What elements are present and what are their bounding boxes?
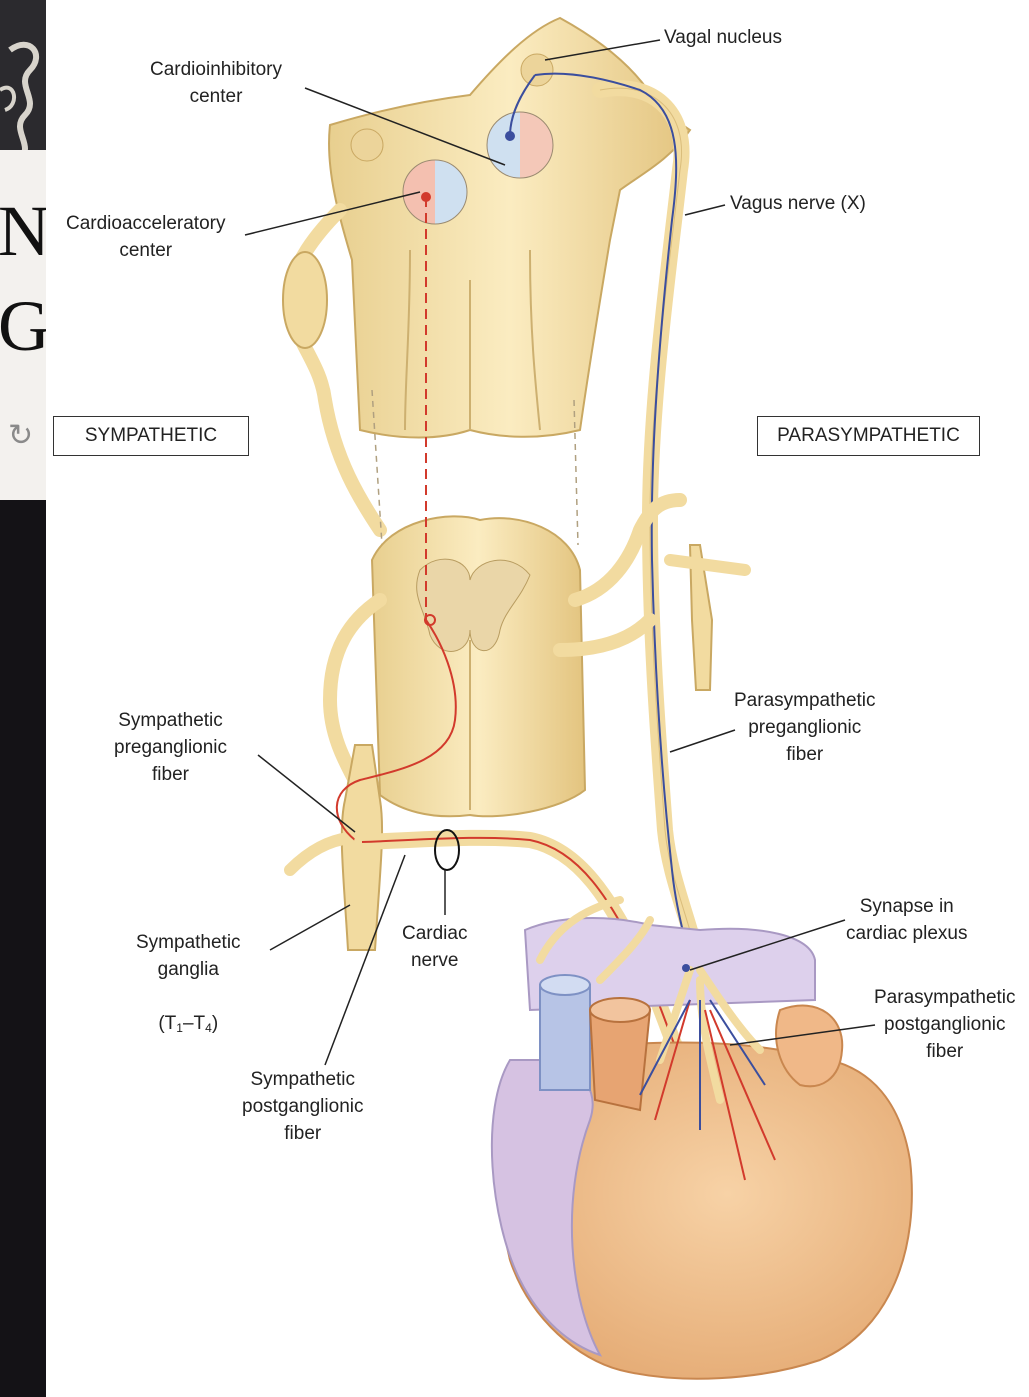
sympathetic-box: SYMPATHETIC (53, 416, 249, 456)
refresh-icon[interactable]: ↻ (8, 418, 33, 453)
cardiac-nerve-label: Cardiac nerve (402, 920, 467, 974)
slide-left-strip: N G ↻ (0, 0, 46, 500)
sympathetic-preganglionic-label: Sympathetic preganglionic fiber (114, 707, 227, 788)
sympathetic-ganglia-text: Sympathetic ganglia (136, 932, 241, 980)
ganglia-range: (T1–T4) (158, 1013, 218, 1034)
thoracic-spinal-cord (372, 516, 585, 816)
sympathetic-postganglionic-label: Sympathetic postganglionic fiber (242, 1066, 363, 1147)
cardioacceleratory-center-marker (403, 160, 467, 224)
slide-title-letter-2: G (0, 290, 46, 362)
parasympathetic-postganglionic-label: Parasympathetic postganglionic fiber (874, 984, 1016, 1065)
medulla-oblongata (329, 18, 690, 438)
cardiac-plexus-synapse (682, 964, 690, 972)
cardioacceleratory-center-label: Cardioacceleratory center (66, 210, 225, 264)
parasympathetic-preganglionic-label: Parasympathetic preganglionic fiber (734, 687, 876, 768)
diagram-figure: Vagal nucleus Cardioinhibitory center Ca… (46, 0, 1029, 1397)
vagus-nerve-label: Vagus nerve (X) (730, 190, 866, 217)
parasympathetic-box: PARASYMPATHETIC (757, 416, 980, 456)
synapse-cardiac-plexus-label: Synapse in cardiac plexus (846, 893, 967, 947)
cardioinhibitory-center-label: Cardioinhibitory center (150, 56, 282, 110)
ornament-icon (0, 30, 46, 170)
right-paravertebral-ganglion (670, 545, 745, 690)
cardioinhibitory-center-marker (487, 112, 553, 178)
slide-title-letter-1: N (0, 195, 46, 267)
sympathetic-ganglia-label: Sympathetic ganglia (T1–T4) (136, 902, 241, 1042)
vagal-nucleus-label: Vagal nucleus (664, 24, 782, 51)
